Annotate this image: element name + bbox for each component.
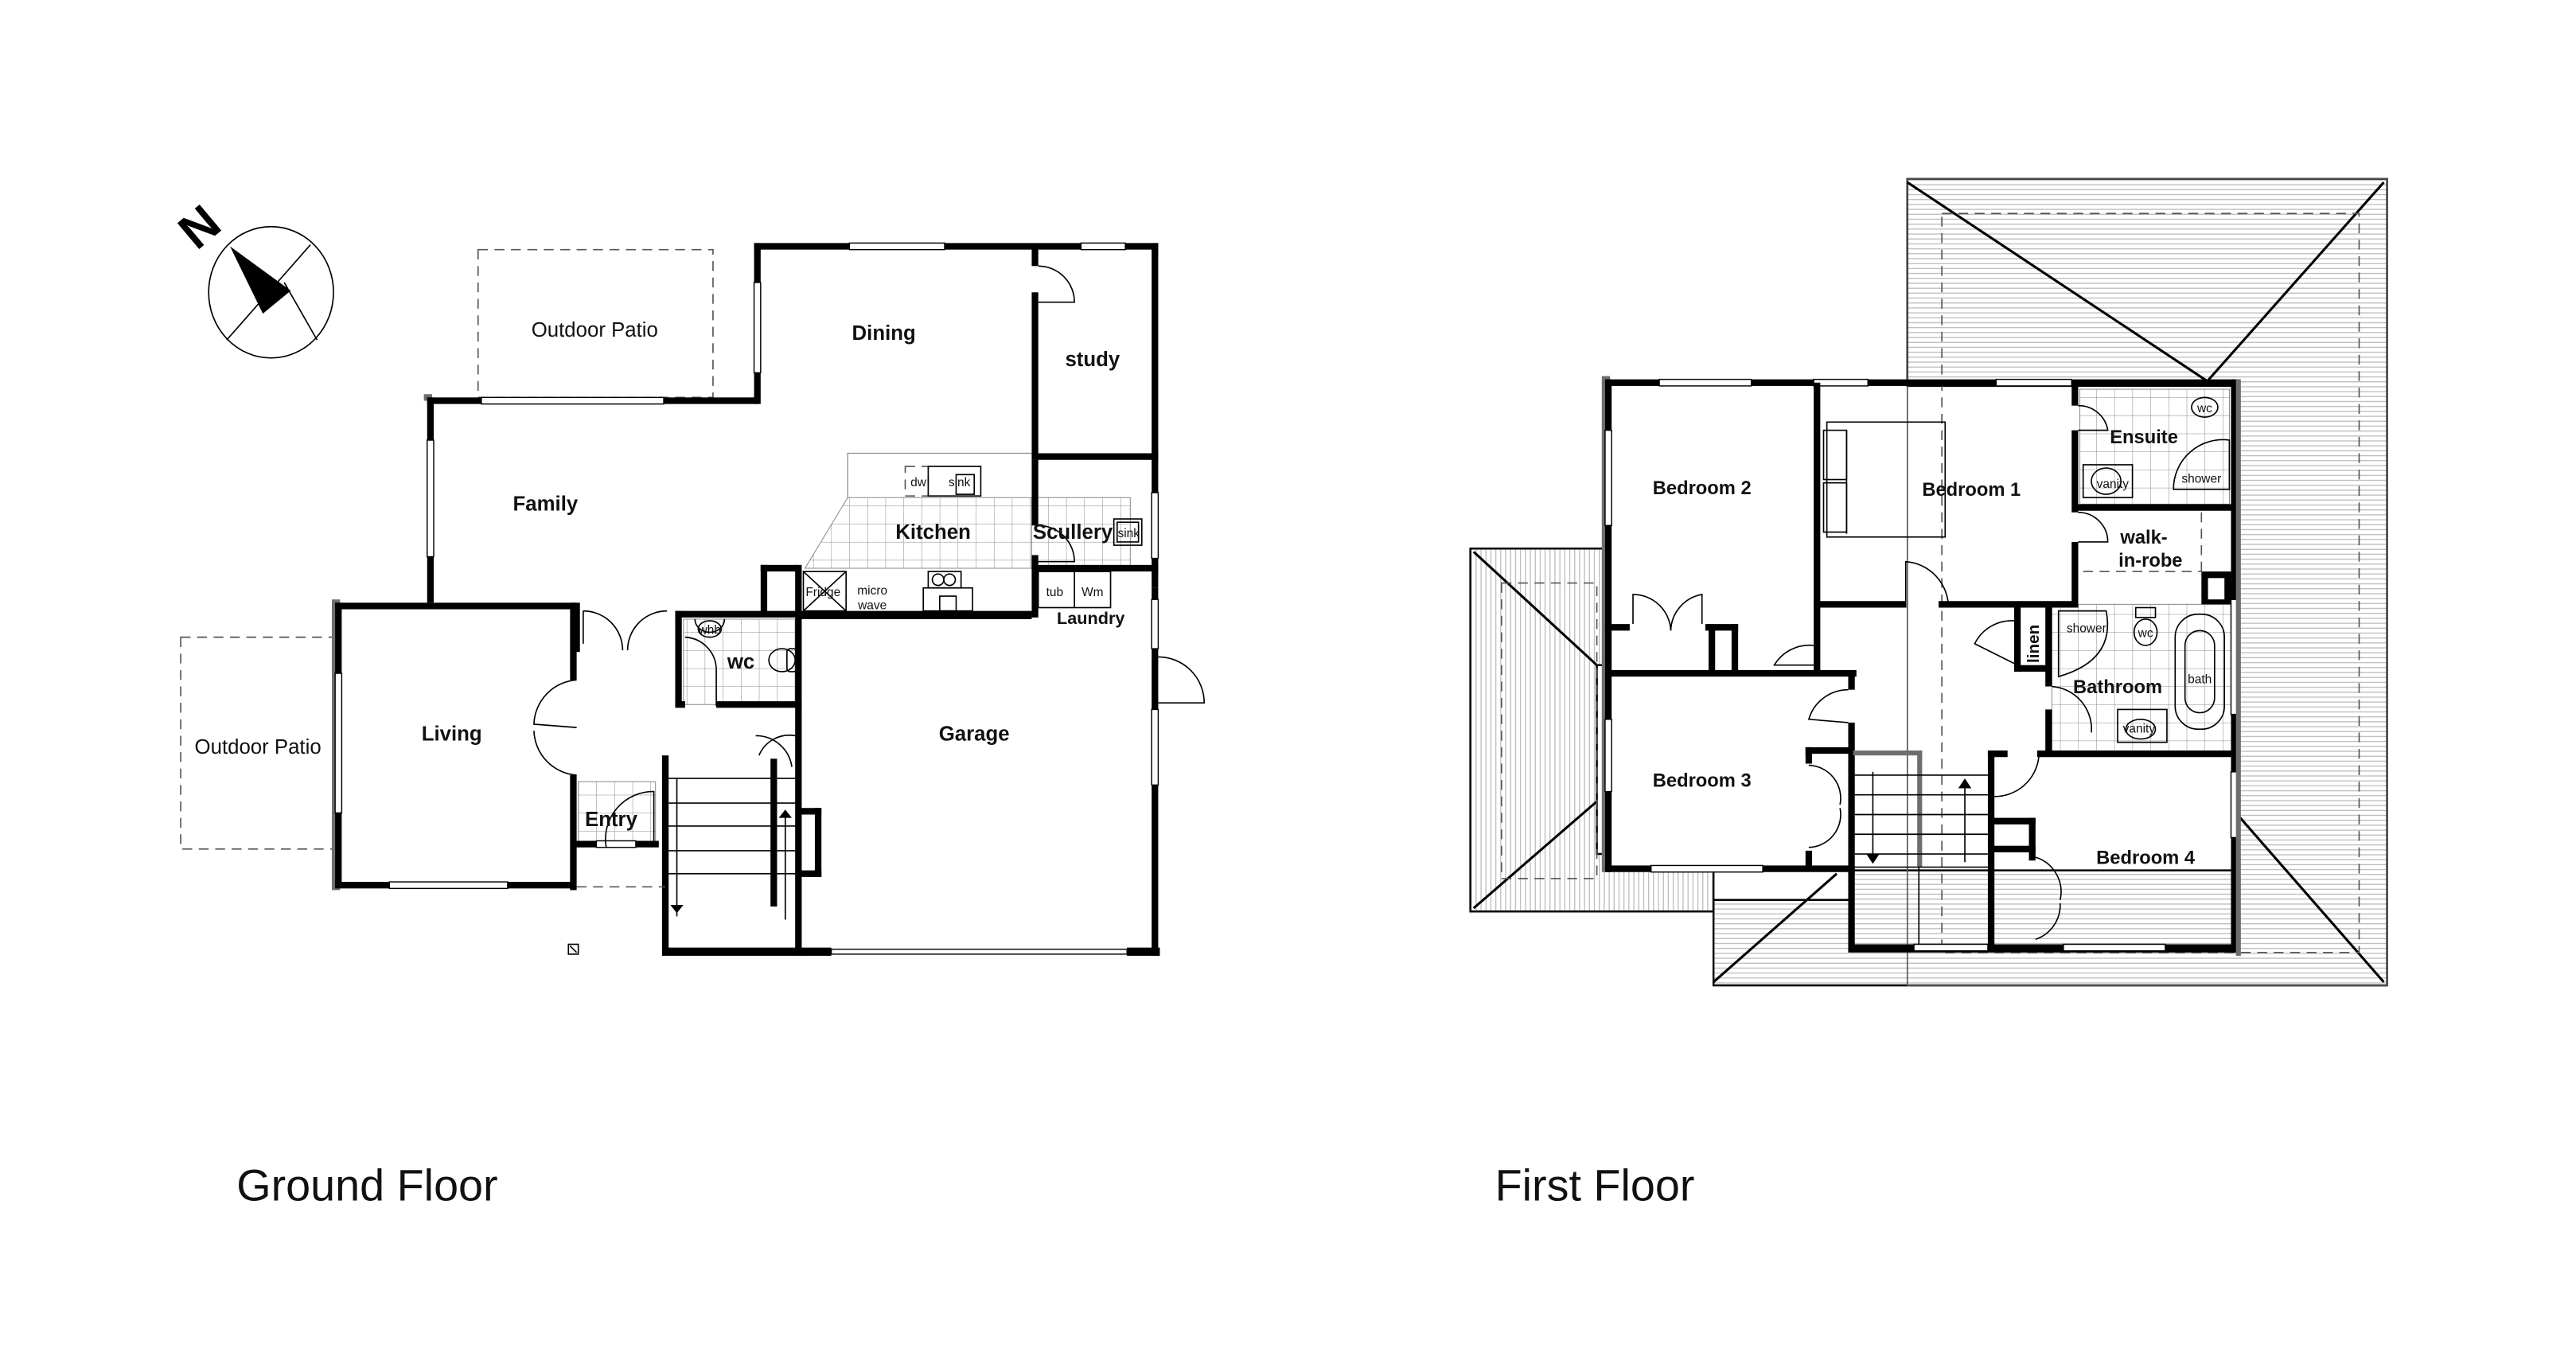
room-label-outdoor-patio-top: Outdoor Patio <box>532 319 658 341</box>
first-floor-title: First Floor <box>1495 1160 1695 1210</box>
ground-floor-plan <box>180 242 1206 956</box>
fixture-tub: tub <box>1046 586 1064 599</box>
first-floor-plan <box>1469 177 2388 987</box>
room-label-walk-in-robe-1: walk- <box>2119 528 2167 548</box>
room-label-walk-in-robe-2: in-robe <box>2118 551 2182 571</box>
fixture-bath-shower: shower <box>2067 622 2106 635</box>
room-label-bedroom-1: Bedroom 1 <box>1922 480 2021 501</box>
room-label-bathroom: Bathroom <box>2073 677 2162 698</box>
room-label-garage: Garage <box>939 723 1010 746</box>
room-label-scullery: Scullery <box>1033 521 1113 544</box>
north-compass-icon: N <box>169 195 334 359</box>
fixture-ensuite-wc: wc <box>2196 402 2212 415</box>
fixture-bath-wc: wc <box>2138 627 2153 641</box>
fixture-scullery-sink: sink <box>1117 527 1140 540</box>
fixture-bath-vanity: vanity <box>2123 722 2156 735</box>
fixture-fridge: Fridge <box>805 586 840 599</box>
first-floor-labels: Bedroom 2 Bedroom 1 Ensuite walk- in-rob… <box>1653 402 2221 868</box>
room-label-outdoor-patio-left: Outdoor Patio <box>195 736 322 758</box>
fixture-wm: Wm <box>1081 586 1104 599</box>
fixture-dw: dw <box>910 476 927 489</box>
room-label-bedroom-4: Bedroom 4 <box>2096 848 2196 868</box>
fixture-kitchen-sink: sink <box>949 476 971 489</box>
room-label-entry: Entry <box>585 809 638 831</box>
room-label-study: study <box>1065 349 1120 371</box>
room-label-wc: wc <box>727 651 754 673</box>
ground-floor-labels: Outdoor Patio Outdoor Patio Dining study… <box>195 319 1140 831</box>
room-label-bedroom-2: Bedroom 2 <box>1653 478 1752 499</box>
room-label-laundry: Laundry <box>1057 608 1124 628</box>
fixture-ensuite-vanity: vanity <box>2097 478 2130 491</box>
room-label-bedroom-3: Bedroom 3 <box>1653 770 1752 791</box>
north-label: N <box>169 195 232 260</box>
fixture-microwave-1: micro <box>857 584 887 598</box>
room-label-family: Family <box>513 493 579 516</box>
fixture-ensuite-shower: shower <box>2181 473 2221 486</box>
room-label-living: Living <box>422 723 482 746</box>
fixture-microwave-2: wave <box>857 599 887 613</box>
room-label-dining: Dining <box>852 322 916 345</box>
room-label-ensuite: Ensuite <box>2110 427 2178 448</box>
fixture-whb: whb <box>698 624 721 637</box>
ground-floor-title: Ground Floor <box>236 1160 497 1210</box>
room-label-linen: linen <box>2025 625 2043 663</box>
room-label-kitchen: Kitchen <box>895 521 971 544</box>
fixture-bath: bath <box>2188 672 2212 686</box>
outdoor-patio-left-outline <box>180 636 336 850</box>
